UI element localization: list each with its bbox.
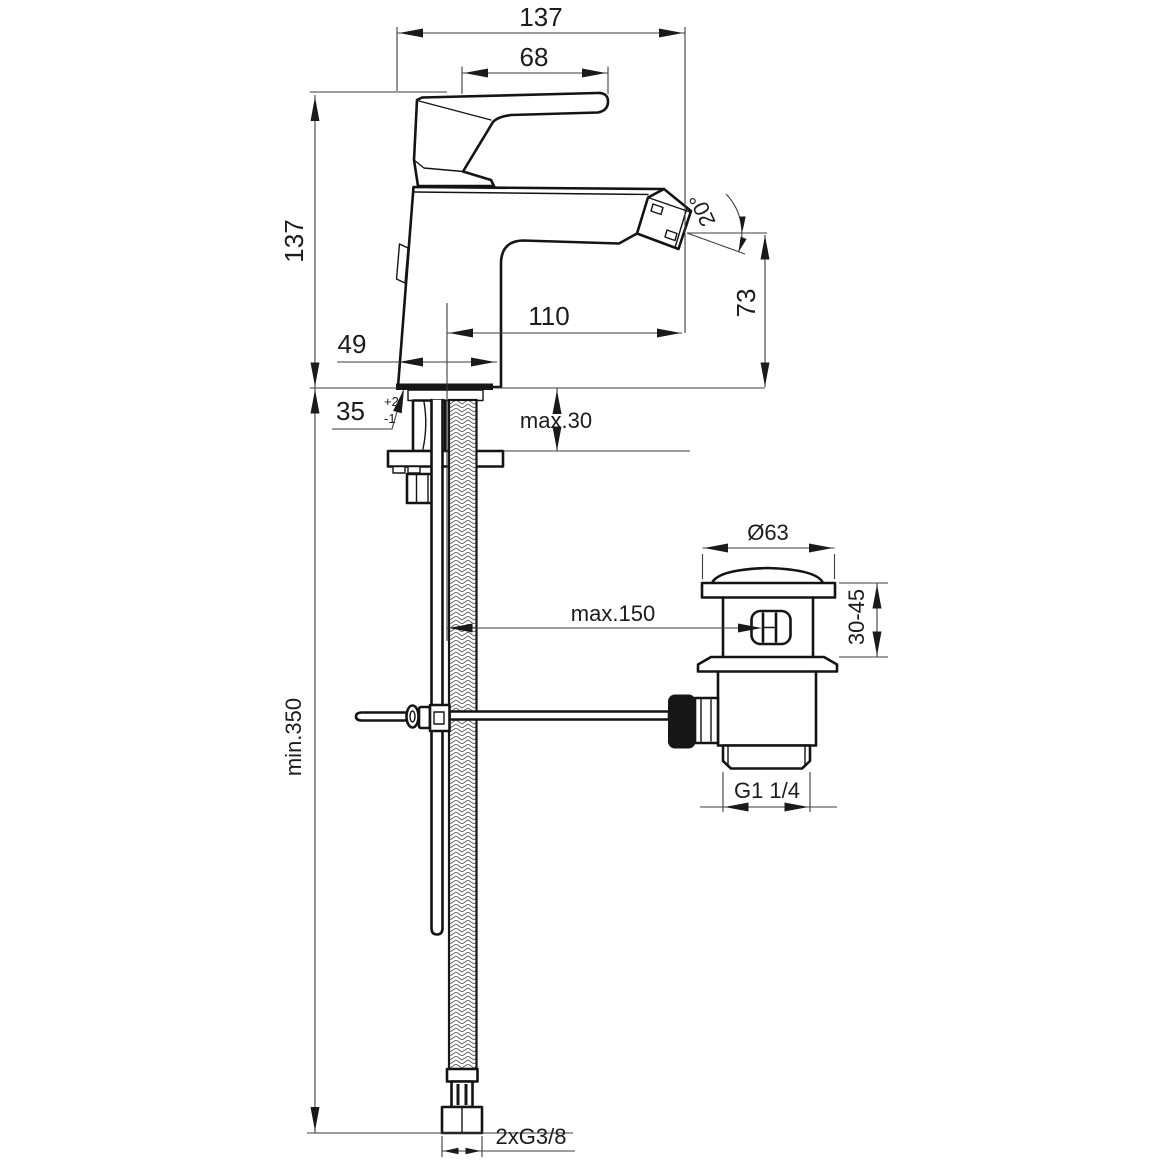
dim-spout-reach: 110: [446, 301, 682, 641]
dim-pull-rod-reach: max.150: [447, 601, 762, 633]
dim-mounting-hole: 35 +2 -1: [332, 387, 409, 430]
hose-connector: [450, 1080, 474, 1109]
dim-height-to-deck: 137: [279, 91, 765, 1133]
waste-body: [721, 596, 815, 659]
faucet-handle: [412, 91, 610, 188]
lift-rod-assembly: [354, 703, 671, 733]
dim-supply-thread: 2xG3/8: [441, 1124, 575, 1157]
hose-nut: [440, 1105, 484, 1135]
pull-rod: [430, 398, 444, 936]
dim-waste-height-range-label: 30-45: [844, 589, 869, 645]
dim-overall-length: 137: [396, 2, 686, 333]
dim-base-width-label: 49: [338, 329, 367, 359]
dim-mounting-hole-tol-plus: +2: [384, 394, 399, 409]
dim-spout-angle-label: 20°: [684, 190, 721, 231]
pop-up-waste: [668, 566, 839, 770]
dim-base-width: 49: [337, 329, 497, 367]
rod-joint-sleeve: [417, 705, 432, 730]
dim-spout-height: 73: [731, 235, 770, 387]
waste-side-inlet: [668, 694, 720, 749]
dim-max-deck-thickness-label: max.30: [520, 408, 592, 433]
waste-plug-cap: [710, 566, 825, 585]
waste-flange: [700, 581, 837, 599]
waste-tailpiece: [721, 744, 812, 770]
dim-waste-thread: G1 1/4: [700, 772, 837, 812]
dim-waste-flange-diameter: Ø63: [701, 520, 836, 579]
dim-height-label: 137: [279, 219, 309, 262]
dim-spout-angle: 20°: [684, 190, 767, 255]
lift-rod-right: [448, 710, 671, 721]
waste-tail-body: [716, 670, 818, 747]
dim-mounting-hole-value: 35: [336, 396, 365, 426]
supply-hose: [440, 398, 484, 1135]
dim-waste-thread-label: G1 1/4: [734, 778, 800, 803]
dim-waste-flange-diameter-label: Ø63: [747, 520, 789, 545]
base-gasket: [396, 383, 493, 402]
dim-max-deck-thickness: max.30: [503, 388, 690, 452]
dim-overall-length-label: 137: [519, 2, 562, 32]
mounting-washer: [386, 449, 505, 474]
hose-collar: [445, 1067, 479, 1083]
waste-lower-flange: [696, 655, 839, 673]
faucet-body: [395, 185, 693, 389]
dim-waste-height-range: 30-45: [839, 582, 888, 658]
dim-mounting-hole-tol-minus: -1: [384, 411, 396, 426]
dim-min-clearance-label: min.350: [281, 698, 306, 776]
dim-spout-reach-label: 110: [528, 301, 569, 331]
dim-supply-thread-label: 2xG3/8: [496, 1124, 567, 1149]
dim-min-clearance: min.350: [281, 389, 573, 1134]
dim-spout-height-label: 73: [731, 289, 761, 318]
waste-rod-knob: [668, 694, 696, 749]
dim-handle-length: 68: [461, 42, 609, 94]
lift-rod-left: [354, 711, 409, 722]
dim-pull-rod-reach-label: max.150: [571, 601, 655, 626]
dim-handle-length-label: 68: [520, 42, 549, 72]
